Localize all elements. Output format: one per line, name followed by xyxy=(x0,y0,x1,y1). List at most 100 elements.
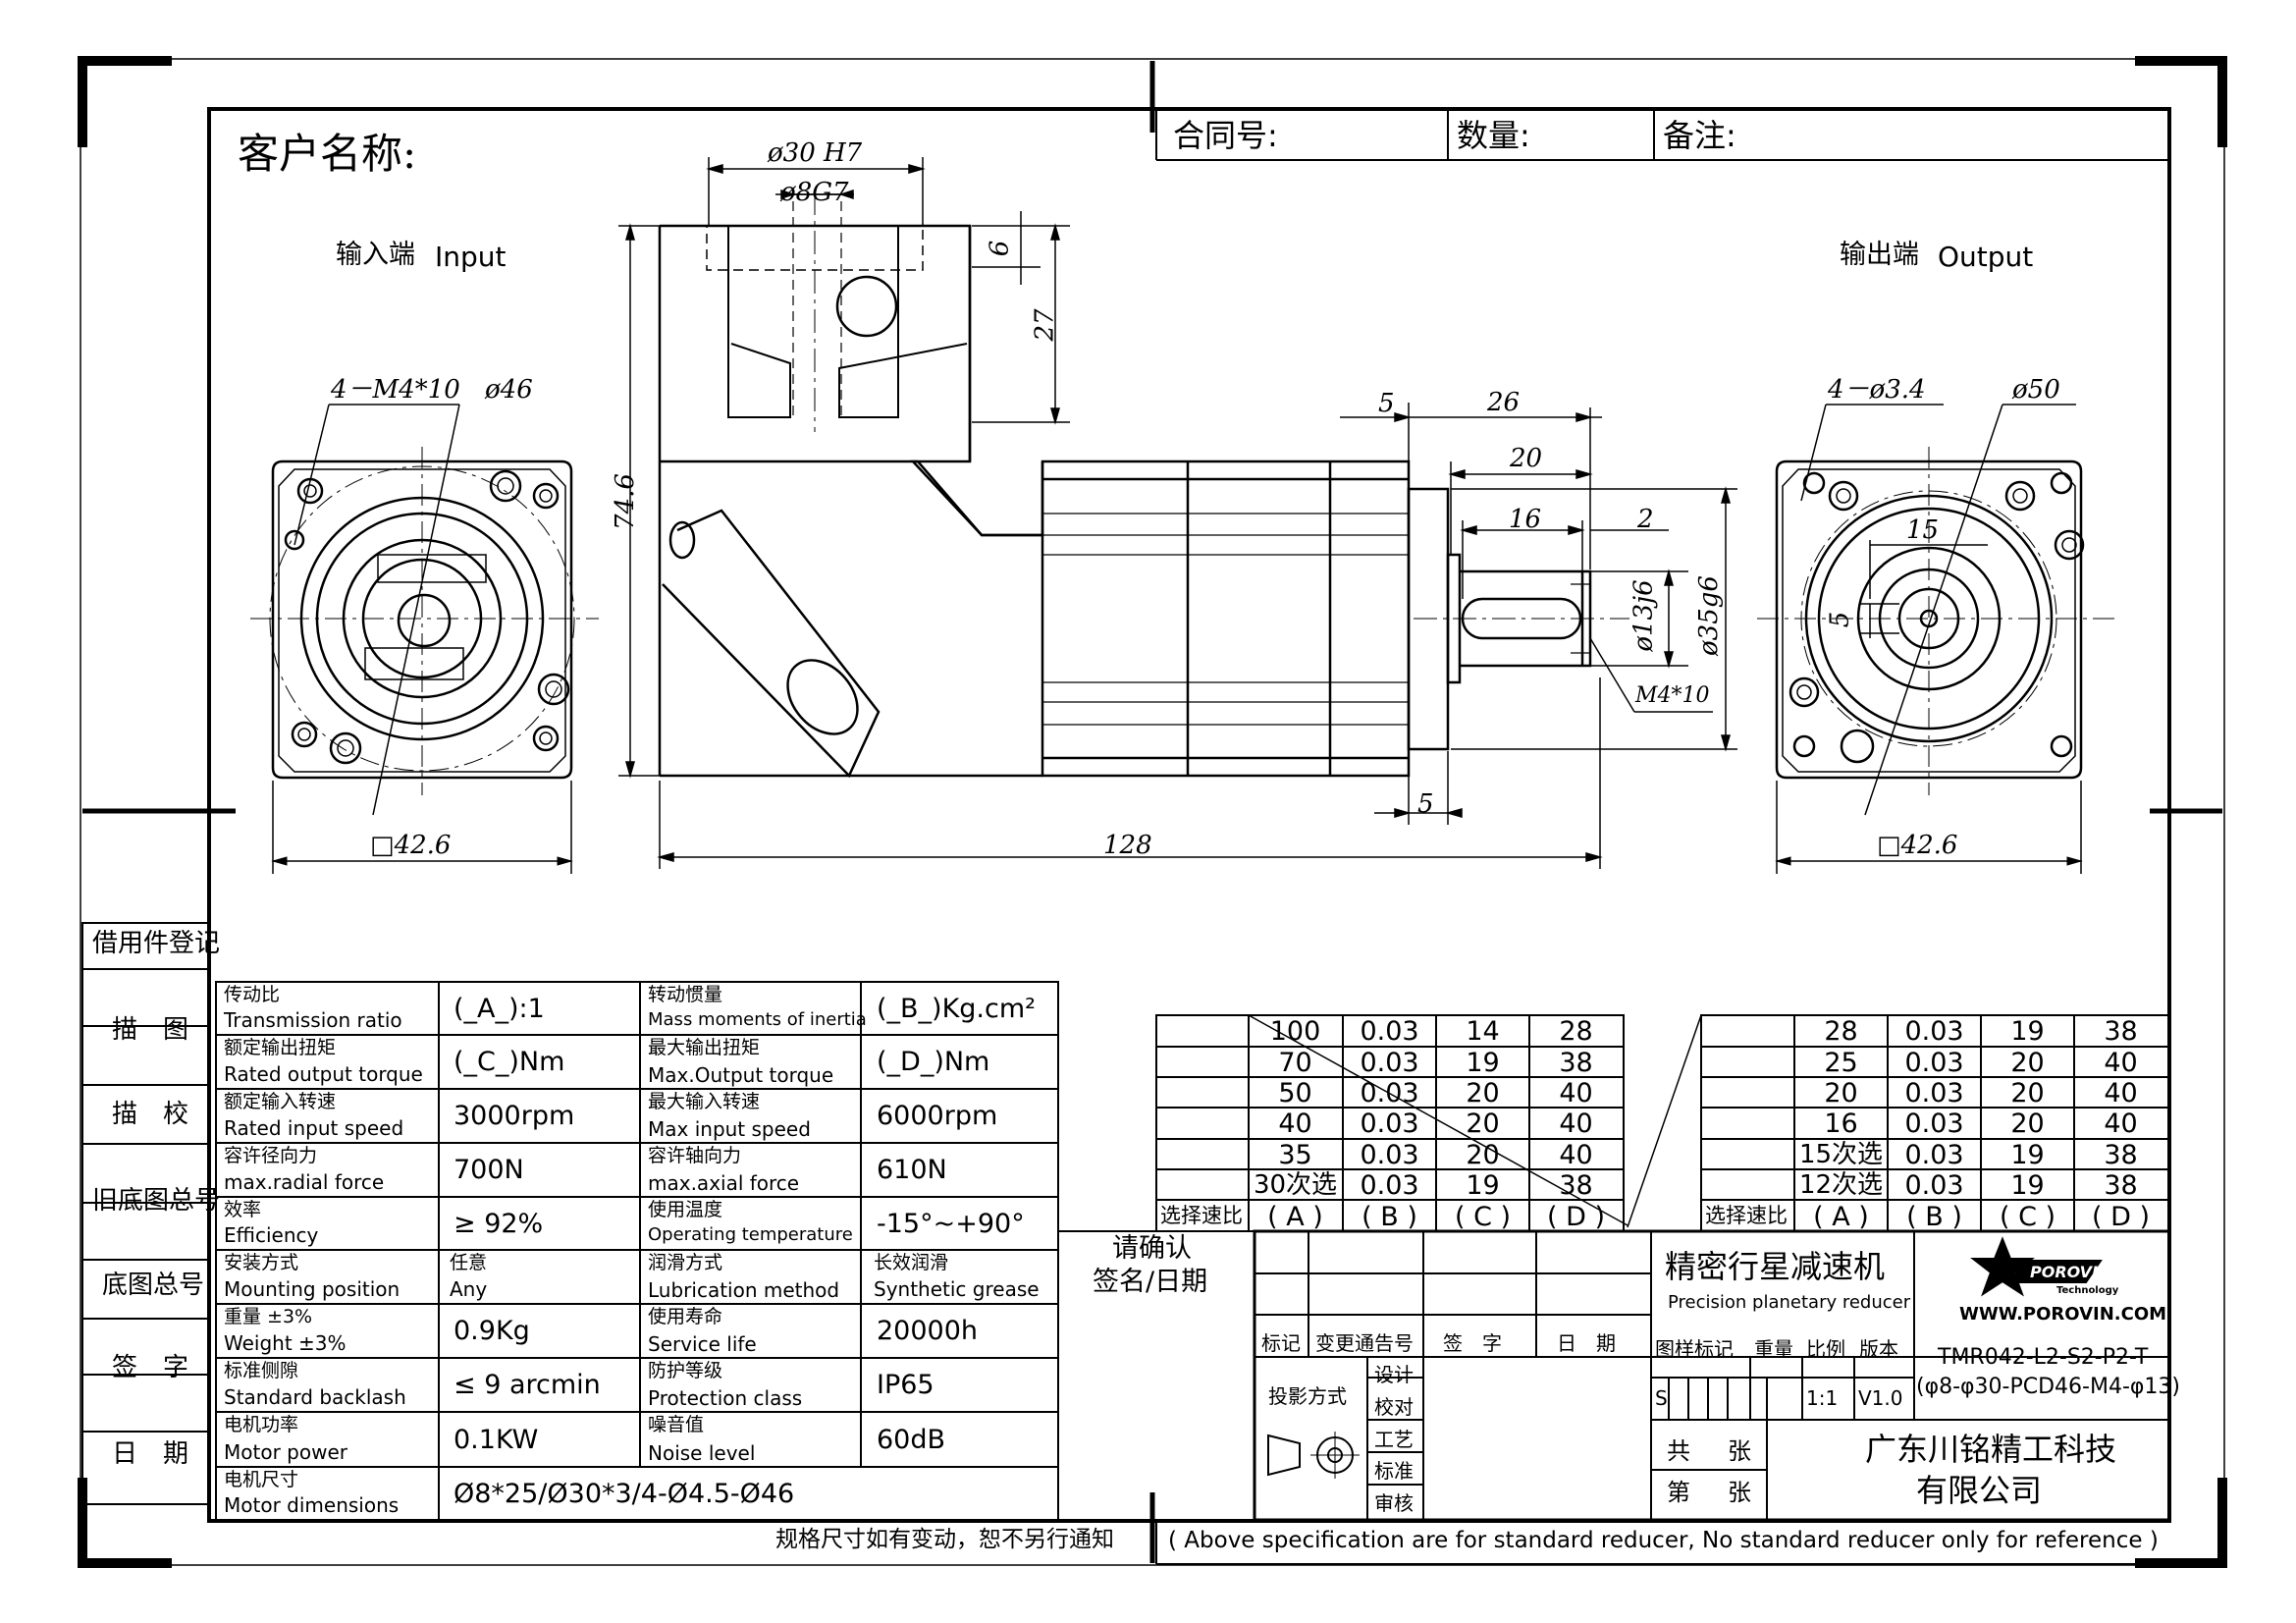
spec-value: (_B_)Kg.cm² xyxy=(877,993,1036,1024)
tb-total: 共 xyxy=(1667,1437,1690,1465)
ratio-cell: 0.03 xyxy=(1360,1078,1419,1109)
spec-value: Ø8*25/Ø30*3/4-Ø4.5-Ø46 xyxy=(454,1478,795,1509)
input-flange-view xyxy=(250,404,599,874)
ratio-col-label: ( D ) xyxy=(1546,1202,1606,1232)
ratio-cell: 38 xyxy=(2104,1140,2138,1170)
tb-design: 设计 xyxy=(1374,1363,1414,1386)
input-label-zh: 输入端 xyxy=(336,240,415,270)
dim-2: 2 xyxy=(1637,505,1654,534)
dim-thread: M4*10 xyxy=(1635,683,1710,708)
spec-label-en: Efficiency xyxy=(224,1223,319,1247)
spec-value: 任意 xyxy=(450,1252,488,1273)
ratio-cell: 38 xyxy=(2104,1016,2138,1047)
confirm-line-2: 签名/日期 xyxy=(1093,1267,1208,1297)
spec-label-en: Max input speed xyxy=(648,1117,811,1141)
spec-label-en: Noise level xyxy=(648,1441,756,1465)
model-number: TMR042-L2-S2-P2-T xyxy=(1938,1345,2149,1370)
brand-sub: Technology xyxy=(2056,1285,2119,1296)
remark-label: 备注: xyxy=(1663,117,1736,154)
ratio-cell: 0.03 xyxy=(1904,1048,1964,1078)
spec-value: IP65 xyxy=(877,1370,934,1400)
ratio-cell: 35 xyxy=(1278,1140,1312,1170)
company-name-1: 广东川铭精工科技 xyxy=(1865,1431,2117,1468)
tb-sheet-no: 第 xyxy=(1667,1479,1690,1506)
ratio-cell: 19 xyxy=(2010,1140,2045,1170)
ratio-cell: 28 xyxy=(1559,1016,1593,1047)
spec-label-en: Lubrication method xyxy=(648,1278,840,1302)
dim-shaft-13: ø13j6 xyxy=(1629,579,1659,652)
spec-label-en: Mass moments of inertia xyxy=(648,1009,867,1030)
ratio-cell: 15次选 xyxy=(1798,1140,1884,1169)
ratio-cell: 0.03 xyxy=(1360,1016,1419,1047)
side-date: 日 期 xyxy=(112,1439,189,1469)
spec-label-zh: 电机尺寸 xyxy=(224,1469,299,1490)
tb-version-value: V1.0 xyxy=(1858,1386,1903,1410)
spec-label-zh: 最大输出扭矩 xyxy=(648,1037,761,1058)
ratio-cell: 0.03 xyxy=(1904,1078,1964,1109)
select-ratio-label: 选择速比 xyxy=(1705,1204,1788,1227)
spec-value: 700N xyxy=(454,1155,524,1185)
spec-label-zh: 最大输入转速 xyxy=(648,1091,761,1112)
ratio-col-label: ( C ) xyxy=(1999,1202,2056,1232)
spec-value: 3000rpm xyxy=(454,1101,575,1131)
dim-6: 6 xyxy=(985,240,1015,257)
spec-value: 60dB xyxy=(877,1424,946,1455)
ratio-cell: 0.03 xyxy=(1904,1109,1964,1139)
tb-review: 审核 xyxy=(1374,1491,1414,1515)
brand-logo xyxy=(1970,1236,2103,1297)
dim-bore-g7: ø8G7 xyxy=(780,178,849,207)
side-base-number: 底图总号 xyxy=(102,1271,205,1300)
tb-total-sheets: 张 xyxy=(1728,1437,1751,1465)
spec-value: 6000rpm xyxy=(877,1101,998,1131)
spec-label-en: Weight ±3% xyxy=(224,1331,347,1355)
spec-label-zh: 防护等级 xyxy=(648,1360,723,1381)
spec-label-zh: 标准侧隙 xyxy=(224,1360,299,1381)
dim-5-bottom: 5 xyxy=(1417,789,1434,819)
spec-value: 长效润滑 xyxy=(874,1252,949,1273)
tb-process: 工艺 xyxy=(1374,1428,1414,1451)
ratio-cell: 0.03 xyxy=(1904,1140,1964,1170)
ratio-cell: 0.03 xyxy=(1904,1016,1964,1047)
ratio-cell: 20 xyxy=(1466,1078,1500,1109)
footer-note-zh: 规格尺寸如有变动，恕不另行通知 xyxy=(775,1527,1114,1552)
dim-74-6: 74.6 xyxy=(610,473,640,530)
title-block-lines xyxy=(1057,1229,2171,1522)
center-ticks xyxy=(82,61,2222,1563)
ratio-cell: 19 xyxy=(2010,1016,2045,1047)
spec-label-en: max.axial force xyxy=(648,1171,800,1195)
spec-label-zh: 额定输入转速 xyxy=(224,1091,337,1112)
spec-label-zh: 容许轴向力 xyxy=(648,1145,742,1166)
ratio-cell: 19 xyxy=(2010,1170,2045,1201)
ratio-col-label: ( A ) xyxy=(1813,1202,1869,1232)
spec-value: 20000h xyxy=(877,1316,979,1346)
tb-projection: 投影方式 xyxy=(1268,1384,1347,1408)
ratio-cell: 20 xyxy=(2010,1048,2045,1078)
spec-label-zh: 安装方式 xyxy=(224,1252,299,1273)
tb-weight: 重量 xyxy=(1754,1337,1793,1361)
ratio-cell: 19 xyxy=(1466,1170,1500,1201)
ratio-cell: 20 xyxy=(1466,1109,1500,1139)
spec-value: (_A_):1 xyxy=(454,993,545,1024)
spec-label-en: Standard backlash xyxy=(224,1385,406,1409)
ratio-cell: 19 xyxy=(1466,1048,1500,1078)
spec-value: Synthetic grease xyxy=(874,1277,1040,1301)
ratio-cell: 20 xyxy=(2010,1078,2045,1109)
spec-value: ≥ 92% xyxy=(454,1208,544,1239)
ratio-col-label: ( C ) xyxy=(1454,1202,1512,1232)
spec-label-zh: 噪音值 xyxy=(648,1414,705,1435)
ratio-cell: 100 xyxy=(1269,1016,1321,1047)
side-trace-check: 描 校 xyxy=(112,1100,189,1129)
ratio-col-label: ( A ) xyxy=(1267,1202,1323,1232)
dim-input-square: □42.6 xyxy=(370,831,452,860)
dim-key-5: 5 xyxy=(1825,611,1855,628)
dim-5-top: 5 xyxy=(1378,389,1395,418)
spec-value: 610N xyxy=(877,1155,947,1185)
spec-label-en: Rated output torque xyxy=(224,1062,423,1086)
ratio-cell: 40 xyxy=(2104,1109,2138,1139)
dim-output-square: □42.6 xyxy=(1877,831,1958,860)
side-view xyxy=(658,191,1629,779)
spec-label-en: Motor power xyxy=(224,1440,347,1464)
spec-label-en: Protection class xyxy=(648,1386,803,1410)
spec-value: (_D_)Nm xyxy=(877,1047,990,1077)
